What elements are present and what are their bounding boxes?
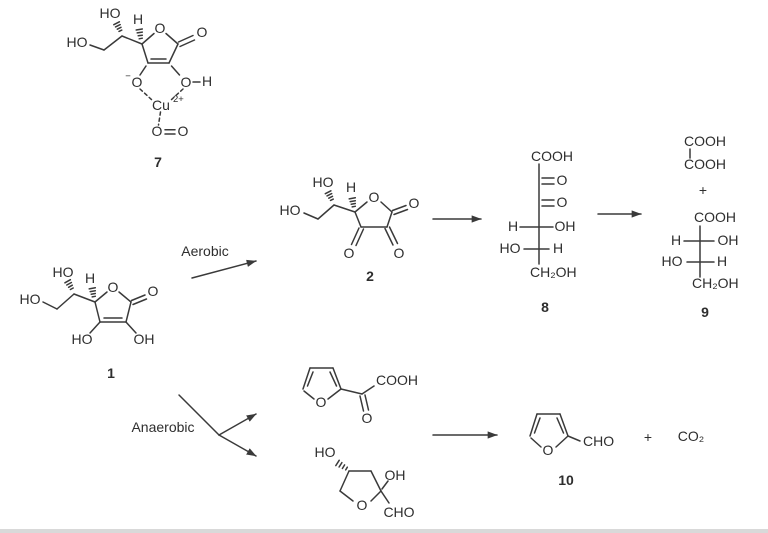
atom-cu-charge: 2+ bbox=[173, 94, 184, 105]
atom-h: H bbox=[508, 218, 518, 234]
atom-ho: HO bbox=[313, 174, 334, 190]
anaerobic-arrow-down bbox=[218, 434, 257, 457]
compound-2-number: 2 bbox=[366, 268, 374, 284]
atom-o-ring: O bbox=[369, 189, 380, 205]
compound-2: HO H O O HO O O 2 bbox=[280, 174, 420, 284]
aerobic-branch: Aerobic bbox=[181, 243, 257, 279]
atom-o2-right: O bbox=[178, 123, 189, 139]
compound-8: COOH O O H OH HO H CH₂OH 8 bbox=[500, 148, 577, 315]
group-cooh: COOH bbox=[684, 156, 726, 172]
atom-ho: HO bbox=[20, 291, 41, 307]
atom-oh-enol: OH bbox=[134, 331, 155, 347]
co2-label: CO₂ bbox=[678, 428, 704, 444]
furylglyoxylic-bonds bbox=[302, 367, 375, 412]
group-ch2oh: CH₂OH bbox=[692, 275, 739, 291]
atom-o-keto: O bbox=[557, 194, 568, 210]
atom-ho: HO bbox=[280, 202, 301, 218]
atom-o-keto: O bbox=[344, 245, 355, 261]
atom-ho: HO bbox=[662, 253, 683, 269]
group-ch2oh: CH₂OH bbox=[530, 264, 577, 280]
atom-o-ring: O bbox=[316, 394, 327, 410]
compound-7-number: 7 bbox=[154, 154, 162, 170]
compound-8-number: 8 bbox=[541, 299, 549, 315]
atom-ho: HO bbox=[53, 264, 74, 280]
compound-2-bonds bbox=[303, 190, 409, 247]
group-cooh: COOH bbox=[531, 148, 573, 164]
compound-1-bonds bbox=[42, 278, 148, 334]
atom-cu: Cu bbox=[152, 97, 170, 113]
atom-h: H bbox=[671, 232, 681, 248]
atom-h: H bbox=[85, 270, 95, 286]
compound-10: O CHO 10 bbox=[529, 413, 614, 488]
lactol-bonds bbox=[335, 459, 390, 504]
atom-ho: HO bbox=[315, 444, 336, 460]
anaerobic-label: Anaerobic bbox=[131, 419, 194, 435]
atom-o-lactone: O bbox=[409, 195, 420, 211]
compound-7-bonds bbox=[89, 21, 201, 135]
atom-o-ring: O bbox=[543, 442, 554, 458]
compound-8-bonds bbox=[519, 163, 555, 265]
atom-o-keto: O bbox=[557, 172, 568, 188]
group-cho: CHO bbox=[583, 433, 614, 449]
atom-o-ring: O bbox=[357, 497, 368, 513]
group-cooh: COOH bbox=[694, 209, 736, 225]
atom-h-enol: H bbox=[202, 73, 212, 89]
atom-oh: OH bbox=[718, 232, 739, 248]
aerobic-arrow bbox=[191, 259, 257, 279]
lactol-intermediate: HO OH O CHO bbox=[315, 444, 415, 520]
atom-o-ring: O bbox=[155, 20, 166, 36]
atom-o-keto: O bbox=[362, 410, 373, 426]
atom-ho: HO bbox=[67, 34, 88, 50]
atom-o-keto: O bbox=[394, 245, 405, 261]
plus-sign: + bbox=[699, 182, 707, 198]
compound-7: HO H O O HO − O O H Cu 2+ O O 7 bbox=[67, 5, 213, 170]
oxalic-acid: COOH COOH bbox=[684, 133, 726, 172]
compound-1-number: 1 bbox=[107, 365, 115, 381]
atom-ho: HO bbox=[500, 240, 521, 256]
page-edge bbox=[0, 529, 768, 533]
anaerobic-stem bbox=[178, 394, 220, 436]
atom-o-ring: O bbox=[108, 279, 119, 295]
anaerobic-arrow-up bbox=[218, 413, 257, 436]
atom-ho: HO bbox=[100, 5, 121, 21]
atom-o-enol: O bbox=[181, 74, 192, 90]
aerobic-label: Aerobic bbox=[181, 243, 228, 259]
atom-ho-enol: HO bbox=[72, 331, 93, 347]
atom-o-lactone: O bbox=[197, 24, 208, 40]
furylglyoxylic-acid: O COOH O bbox=[302, 367, 418, 426]
atom-h: H bbox=[346, 179, 356, 195]
atom-oh: OH bbox=[555, 218, 576, 234]
compound-9: COOH H OH HO H CH₂OH 9 bbox=[662, 209, 739, 320]
atom-h: H bbox=[133, 11, 143, 27]
anaerobic-branch: Anaerobic bbox=[131, 394, 257, 457]
compound-10-number: 10 bbox=[558, 472, 574, 488]
compound-9-number: 9 bbox=[701, 304, 709, 320]
atom-oh: OH bbox=[385, 467, 406, 483]
atom-charge-minus: − bbox=[125, 71, 131, 82]
compound-10-bonds bbox=[529, 413, 581, 448]
group-cho: CHO bbox=[383, 504, 414, 520]
atom-h: H bbox=[717, 253, 727, 269]
atom-o-lactone: O bbox=[148, 283, 159, 299]
group-cooh: COOH bbox=[376, 372, 418, 388]
atom-o2-left: O bbox=[152, 123, 163, 139]
compound-1: HO H O O HO HO OH 1 bbox=[20, 264, 159, 381]
compound-9-bonds bbox=[683, 225, 715, 278]
atom-o-enolate: O bbox=[132, 74, 143, 90]
group-cooh: COOH bbox=[684, 133, 726, 149]
atom-h: H bbox=[553, 240, 563, 256]
plus-sign: + bbox=[644, 429, 652, 445]
